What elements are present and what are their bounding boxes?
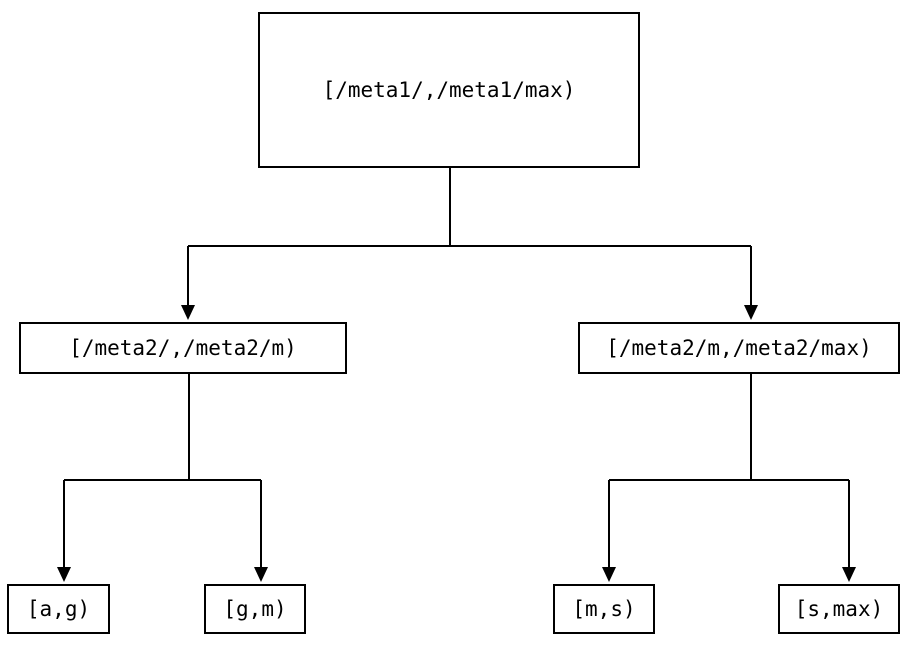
node-leaf-2[interactable]: [g,m) bbox=[204, 584, 306, 634]
node-leaf-1-label: [a,g) bbox=[26, 596, 91, 621]
node-mid-right-label: [/meta2/m,/meta2/max) bbox=[606, 335, 872, 360]
node-leaf-3[interactable]: [m,s) bbox=[553, 584, 655, 634]
node-leaf-3-label: [m,s) bbox=[572, 596, 636, 621]
arrowhead-icon-leaf_3 bbox=[602, 567, 616, 582]
node-mid-left-label: [/meta2/,/meta2/m) bbox=[69, 335, 297, 360]
node-root[interactable]: [/meta1/,/meta1/max) bbox=[258, 12, 640, 168]
node-leaf-1[interactable]: [a,g) bbox=[7, 584, 110, 634]
arrowhead-icon-mid_left bbox=[181, 305, 195, 320]
node-leaf-4-label: [s,max) bbox=[794, 596, 884, 621]
node-leaf-4[interactable]: [s,max) bbox=[778, 584, 900, 634]
node-root-label: [/meta1/,/meta1/max) bbox=[322, 77, 576, 102]
arrowhead-icon-leaf_2 bbox=[254, 567, 268, 582]
node-mid-right[interactable]: [/meta2/m,/meta2/max) bbox=[578, 322, 900, 374]
arrowhead-icon-leaf_4 bbox=[842, 567, 856, 582]
arrowhead-icon-mid_right bbox=[744, 305, 758, 320]
node-mid-left[interactable]: [/meta2/,/meta2/m) bbox=[19, 322, 347, 374]
node-leaf-2-label: [g,m) bbox=[223, 596, 287, 621]
arrowhead-icon-leaf_1 bbox=[57, 567, 71, 582]
